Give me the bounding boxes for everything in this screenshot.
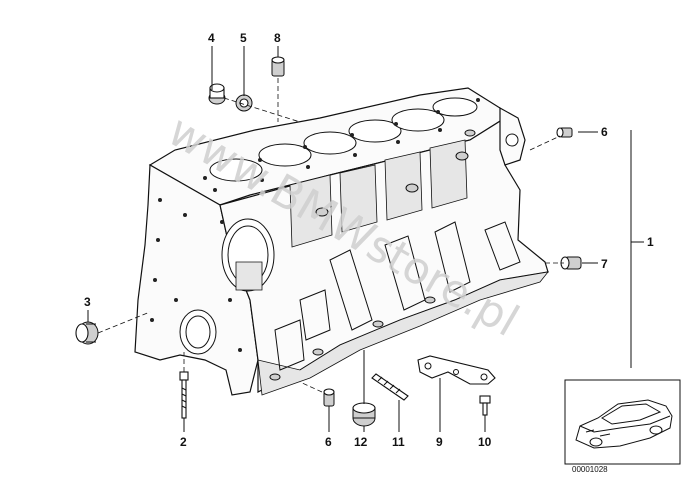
callout-5: 5 <box>240 31 247 45</box>
sleeve-icon[interactable] <box>271 56 285 77</box>
callout-10: 10 <box>478 435 492 449</box>
callout-6-bottom: 6 <box>325 435 332 449</box>
callout-1: 1 <box>647 235 654 249</box>
dowel-sleeve-icon[interactable] <box>556 127 573 138</box>
callout-7: 7 <box>601 257 608 271</box>
stud-icon[interactable] <box>371 373 409 401</box>
callout-8: 8 <box>274 31 281 45</box>
callout-11: 11 <box>392 435 405 449</box>
callout-9: 9 <box>436 435 443 449</box>
callout-labels: 1 2 3 4 5 6 6 7 8 9 10 11 12 <box>84 31 654 449</box>
hex-bolt-icon[interactable] <box>479 395 491 416</box>
bracket-icon[interactable] <box>417 355 496 385</box>
vehicle-thumbnail: 00001028 <box>564 379 681 474</box>
callout-12: 12 <box>354 435 368 449</box>
bolt-icon[interactable] <box>179 371 189 419</box>
cap-plug-icon[interactable] <box>352 402 376 427</box>
engine-block-icon[interactable] <box>134 87 549 396</box>
dowel-sleeve-icon[interactable] <box>560 256 582 270</box>
screw-plug-icon[interactable] <box>208 83 226 105</box>
callout-2: 2 <box>180 435 187 449</box>
callout-3: 3 <box>84 295 91 309</box>
reference-code: 00001028 <box>572 465 608 474</box>
callout-6-top: 6 <box>601 125 608 139</box>
gasket-ring-icon[interactable] <box>235 94 253 112</box>
leader-lines <box>87 46 644 432</box>
sealing-plug-icon[interactable] <box>75 321 99 345</box>
car-icon <box>575 399 673 449</box>
callout-4: 4 <box>208 31 215 45</box>
dowel-sleeve-icon[interactable] <box>323 388 335 407</box>
